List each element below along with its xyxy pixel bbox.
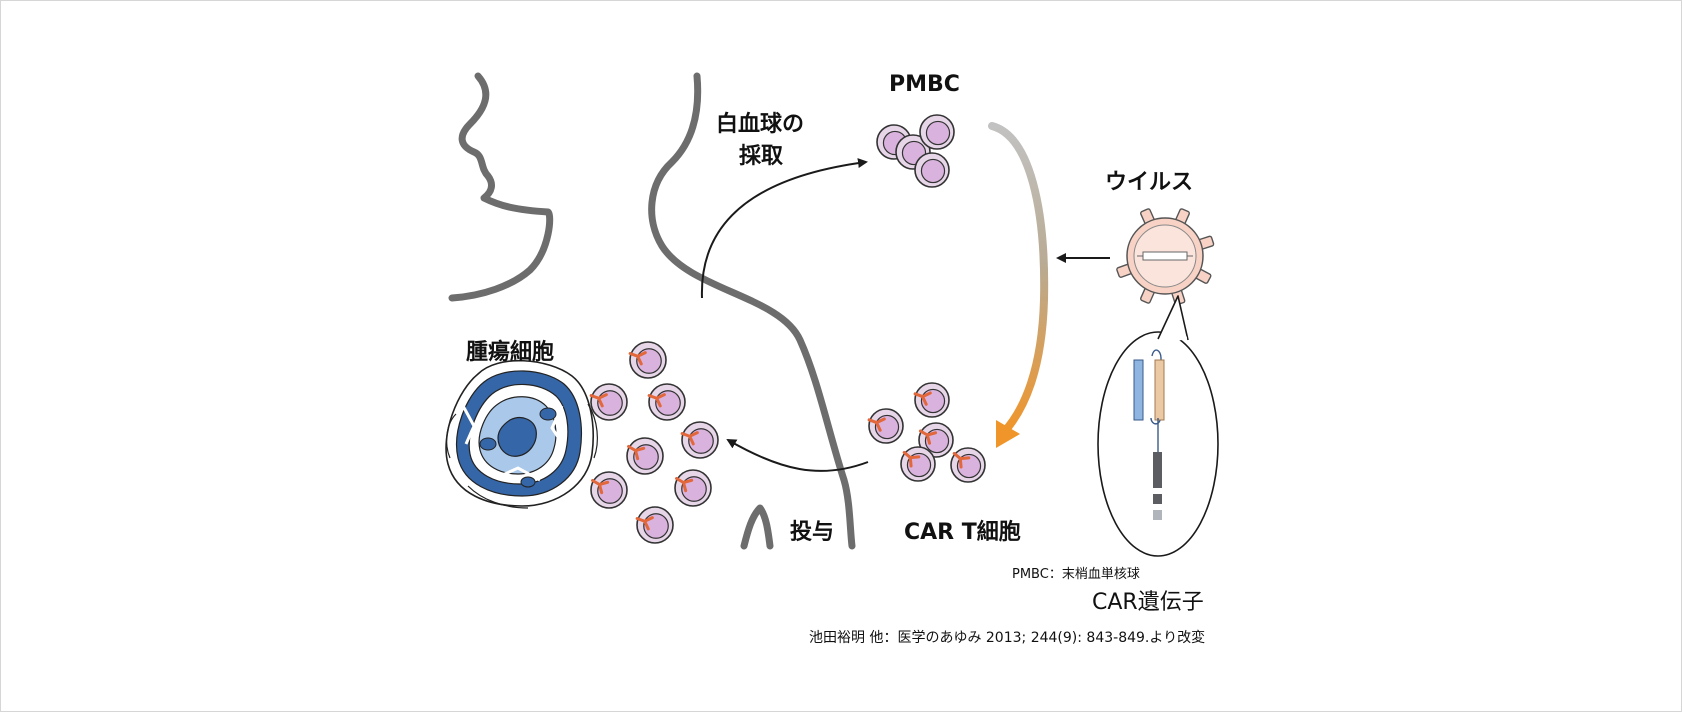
face-profile xyxy=(448,72,554,302)
car-t-cell xyxy=(590,383,628,421)
tumor-cell-icon xyxy=(445,359,598,509)
car-t-cell xyxy=(868,408,904,444)
human-silhouette xyxy=(448,72,856,550)
car-t-cell xyxy=(626,437,664,475)
collection-label-line2: 採取 xyxy=(739,144,784,169)
car-receptor-icon xyxy=(918,429,938,445)
car-t-cell xyxy=(648,383,686,421)
car-receptor-icon xyxy=(627,445,646,461)
transduction-arrow xyxy=(988,122,1049,436)
footnote: PMBC：末梢血単核球 xyxy=(1012,567,1140,582)
car-receptor-icon xyxy=(635,516,654,531)
pmbc-cell-cluster xyxy=(876,114,955,188)
car-receptor-icon xyxy=(647,393,666,408)
arm-outline xyxy=(740,504,774,550)
pmbc-cell xyxy=(919,114,955,150)
car-receptor-icon xyxy=(902,450,921,468)
car-t-cell-cluster xyxy=(867,382,986,483)
administration-arrow xyxy=(726,439,869,472)
car-gene-construct-icon xyxy=(1133,349,1165,520)
car-receptor-icon xyxy=(589,393,608,408)
car-gene-callout xyxy=(1097,295,1219,557)
car-receptor-icon xyxy=(628,351,647,366)
virus-icon xyxy=(1116,208,1215,306)
administration-label: 投与 xyxy=(790,520,835,545)
citation: 池田裕明 他：医学のあゆみ 2013; 244(9): 843-849.より改変 xyxy=(809,630,1206,646)
car-receptor-icon xyxy=(591,479,610,495)
car-receptor-icon xyxy=(952,451,971,469)
pmbc-cell xyxy=(914,152,950,188)
car-t-cells-attacking xyxy=(589,341,719,544)
car-receptor-icon xyxy=(867,417,886,432)
car-t-cell xyxy=(590,471,628,509)
car-t-cell xyxy=(918,422,954,458)
pmbc-label: PMBC xyxy=(889,72,960,97)
car-gene-label: CAR遺伝子 xyxy=(1092,590,1204,615)
back-of-head-neck xyxy=(648,72,856,550)
collection-label-line1: 白血球の xyxy=(716,112,805,137)
car-t-cell xyxy=(914,382,950,418)
car-receptor-icon xyxy=(680,431,699,446)
car-t-cell xyxy=(681,421,719,459)
tumor-cell-label: 腫瘍細胞 xyxy=(466,340,555,365)
car-t-cell xyxy=(636,506,674,544)
transduction-arrow-head xyxy=(996,420,1020,448)
car-t-cell-label: CAR T細胞 xyxy=(904,520,1021,545)
virus-label: ウイルス xyxy=(1105,170,1194,195)
car-t-cell xyxy=(629,341,667,379)
collection-arrow xyxy=(700,158,868,299)
car-receptor-icon xyxy=(675,477,694,493)
car-receptor-icon xyxy=(913,391,932,406)
car-t-cell xyxy=(674,469,712,507)
